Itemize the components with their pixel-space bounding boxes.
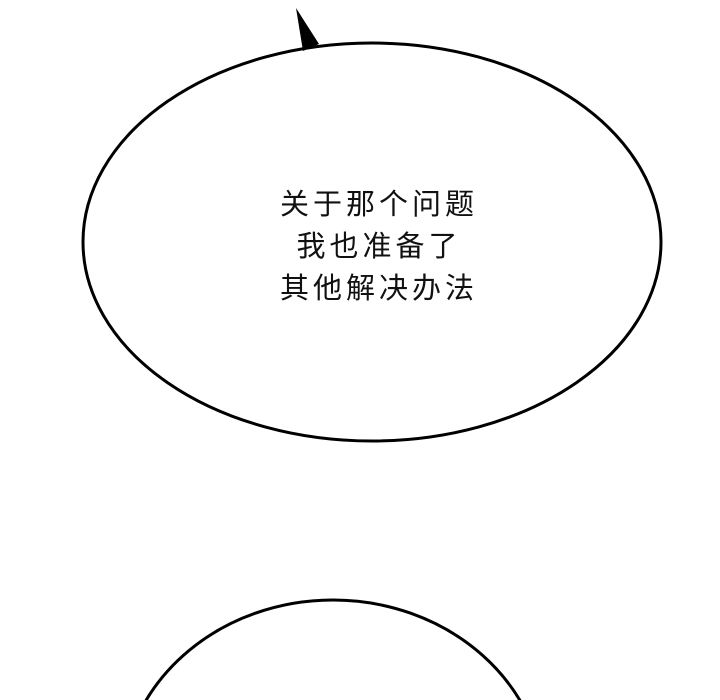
speech-bubble-outline [81, 41, 663, 443]
speech-bubble-tail [296, 8, 319, 51]
bubble-text-line-2: 我也准备了 [296, 231, 462, 263]
speech-bubble-text: 关于那个问题 我也准备了 其他解决办法 [280, 184, 478, 310]
partial-speech-bubble-outline [144, 598, 522, 700]
bubble-text-line-1: 关于那个问题 [279, 189, 479, 221]
bubble-text-line-3: 其他解决办法 [279, 273, 479, 305]
